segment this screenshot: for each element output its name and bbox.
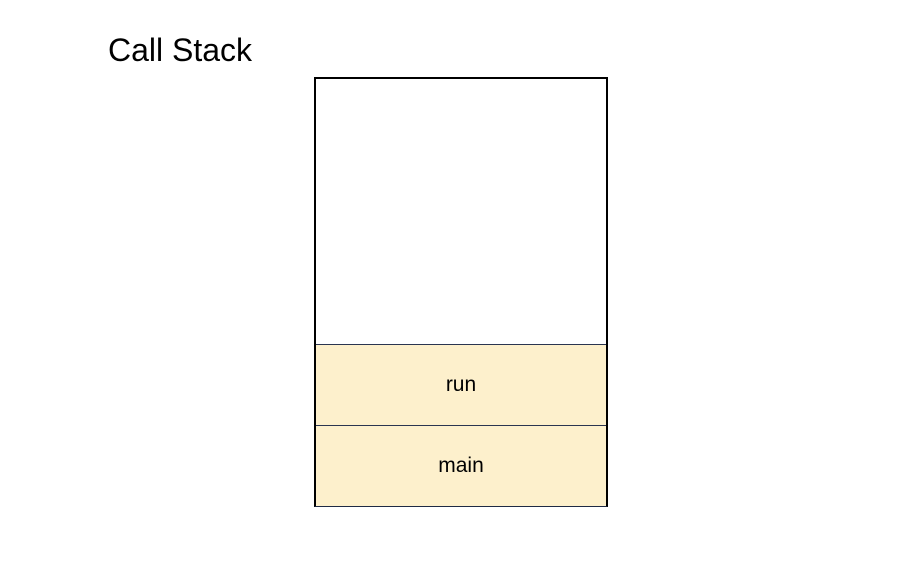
diagram-title: Call Stack [108,32,253,68]
stack-frame-label: main [438,454,484,477]
stack-frame-run: run [316,344,606,425]
stack-frame-label: run [445,373,477,396]
call-stack-container: run main [314,77,608,507]
stack-frames: run main [316,344,606,506]
stack-frame-main: main [316,425,606,506]
